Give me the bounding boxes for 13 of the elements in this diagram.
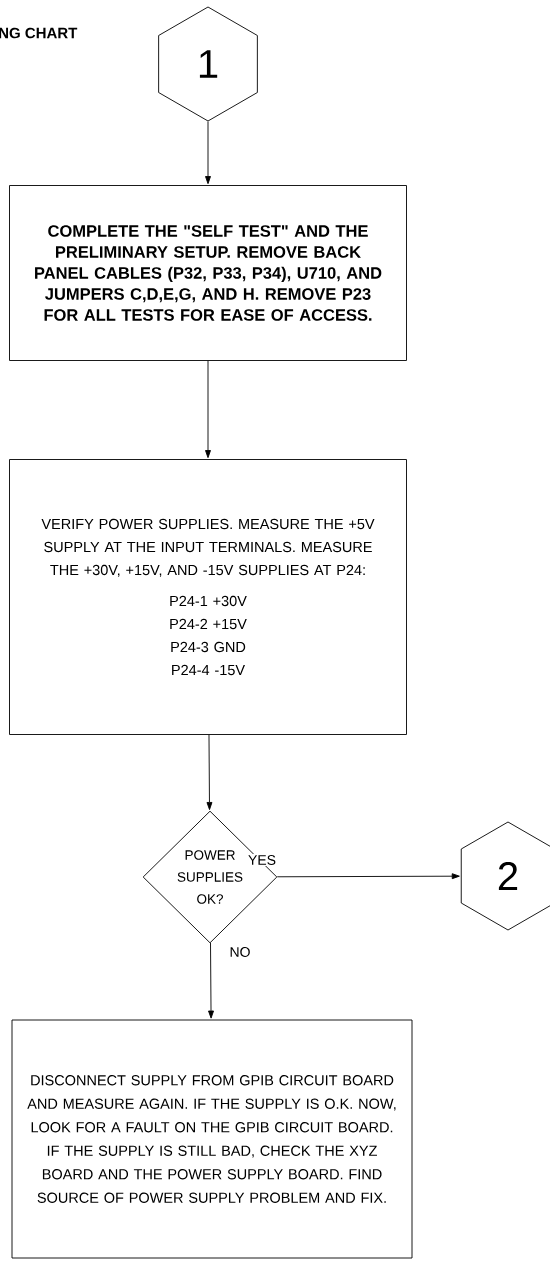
arrow bbox=[205, 360, 211, 459]
edge-label: YES bbox=[247, 854, 277, 866]
arrow bbox=[208, 942, 214, 1019]
arrow bbox=[205, 121, 211, 185]
edge-label: NO bbox=[228, 946, 252, 958]
process-box: DISCONNECT SUPPLY FROM GPIB CIRCUIT BOARD AND MEASURE AGAIN. IF THE SUPPLY IS O.K. NOW, LOOK FOR A FAULT ON THE GPIB CIRCUIT BOARD. IF THE SUPPLY IS STILL BAD, CHECK THE XYZ BOARD AND THE POWER SUPPLY BOARD. FIND SOURCE OF POWER SUPPLY PROBLEM AND FIX. bbox=[11, 1019, 413, 1259]
arrow bbox=[206, 734, 213, 811]
process-box: VERIFY POWER SUPPLIES. MEASURE THE +5V SUPPLY AT THE INPUT TERMINALS. MEASURE THE +30V, +15V, AND -15V SUPPLIES AT P24: P24-1 +30V P24-2 +15V P24-3 GND P24-4 -15V bbox=[9, 459, 407, 735]
connector-hexagon: 2 bbox=[460, 821, 550, 931]
process-box: COMPLETE THE "SELF TEST" AND THE PRELIMINARY SETUP. REMOVE BACK PANEL CABLES (P32, P33, P34), U710, AND JUMPERS C,D,E,G, AND H. REMOVE P23 FOR ALL TESTS FOR EASE OF ACCESS. bbox=[9, 185, 407, 361]
connector-hexagon: 1 bbox=[158, 6, 258, 122]
title-text: NG CHART bbox=[0, 27, 78, 39]
arrow bbox=[276, 873, 460, 880]
